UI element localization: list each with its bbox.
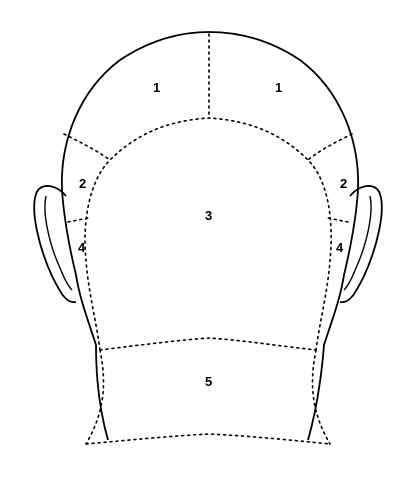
head-outline: [61, 31, 359, 441]
neck-upper-line: [99, 337, 317, 351]
label-zone-5: 5: [205, 374, 212, 389]
right-ear-inner: [343, 195, 372, 291]
label-zone-4-left: 4: [78, 240, 86, 255]
right-upper-side-line: [307, 133, 353, 161]
label-zone-2-left: 2: [79, 176, 86, 191]
left-upper-side-line: [63, 133, 111, 161]
label-zone-2-right: 2: [340, 176, 347, 191]
label-zone-3: 3: [205, 208, 212, 223]
zone-3-arch: [84, 117, 332, 351]
left-neck-line: [85, 349, 105, 445]
right-ear: [339, 185, 383, 304]
right-neck-line: [311, 349, 331, 445]
label-zone-1-left: 1: [153, 80, 160, 95]
label-zone-1-right: 1: [275, 80, 282, 95]
neck-lower-line: [85, 433, 331, 445]
left-ear: [33, 185, 77, 304]
zone-boundaries: [63, 33, 353, 445]
left-ear-inner: [44, 195, 73, 291]
left-mid-side-line: [67, 217, 89, 223]
label-zone-4-right: 4: [336, 240, 344, 255]
